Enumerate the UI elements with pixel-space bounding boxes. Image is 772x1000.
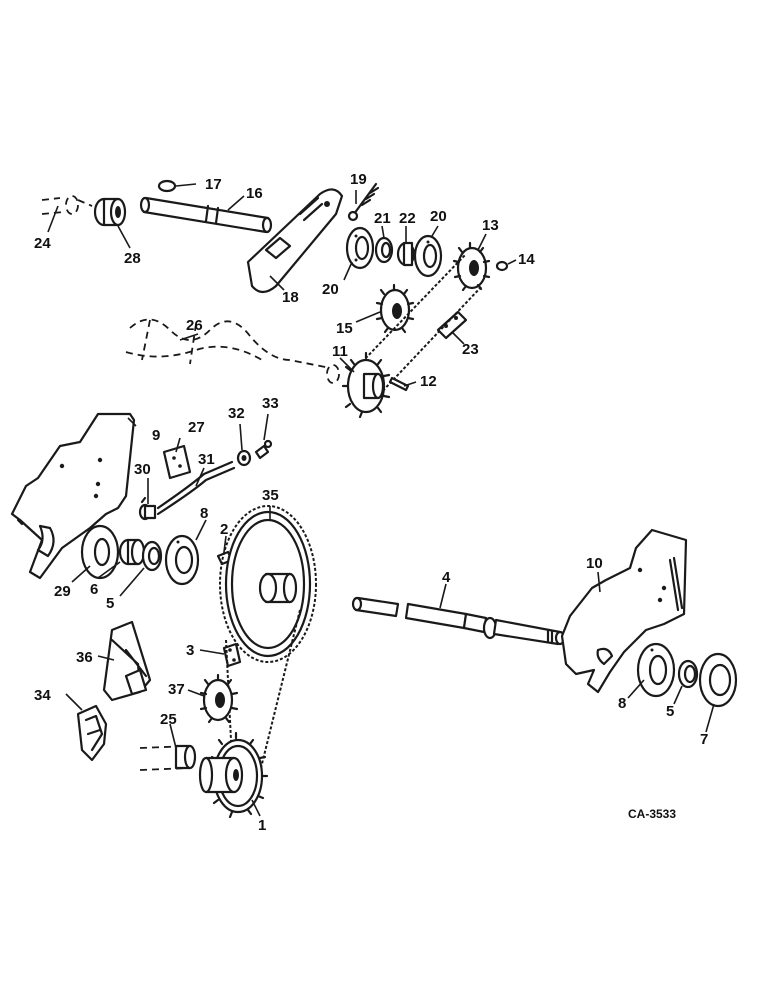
callout-20a: 20: [430, 208, 447, 225]
callout-17: 17: [205, 176, 222, 193]
callouts: 24 28 17 16 18 19 21 22 20 13 14 20 15 2…: [34, 171, 708, 834]
callout-20b: 20: [322, 281, 339, 298]
callout-16: 16: [246, 185, 263, 202]
callout-37: 37: [168, 681, 185, 698]
callout-31: 31: [198, 451, 215, 468]
part-20-flange-left: [345, 226, 375, 270]
part-5-bearing: [141, 540, 163, 572]
part-6-collar: [118, 538, 146, 566]
part-22-collar: [396, 241, 416, 267]
callout-10: 10: [586, 555, 603, 572]
callout-36: 36: [76, 649, 93, 666]
callout-7: 7: [700, 731, 708, 748]
part-21-bearing: [374, 236, 394, 264]
leader-lines: [47, 190, 715, 817]
callout-14: 14: [518, 251, 535, 268]
part-35-large-sprocket: [219, 505, 317, 663]
callout-30: 30: [134, 461, 151, 478]
part-18-arm-plate: [246, 188, 344, 294]
callout-24: 24: [34, 235, 51, 252]
callout-15: 15: [336, 320, 353, 337]
part-9-side-plate: [10, 412, 136, 580]
callout-32: 32: [228, 405, 245, 422]
part-5-bearing-right: [677, 659, 699, 689]
callout-5b: 5: [666, 703, 674, 720]
callout-28: 28: [124, 250, 141, 267]
callout-27: 27: [188, 419, 205, 436]
callout-34: 34: [34, 687, 51, 704]
part-29-flange: [80, 524, 120, 580]
part-1-drive-sprocket: [198, 731, 269, 819]
part-36-bracket: [102, 620, 152, 702]
part-17-pin: [157, 179, 197, 193]
part-8-flange-right: [636, 642, 676, 698]
callout-4: 4: [442, 569, 451, 586]
part-23-link: [436, 310, 468, 340]
part-4-shaft: [351, 596, 566, 646]
part-13-sprocket: [452, 241, 491, 292]
part-10-side-plate: [560, 528, 688, 694]
callout-8a: 8: [200, 505, 208, 522]
part-16-shaft: [139, 196, 273, 234]
callout-35: 35: [262, 487, 279, 504]
callout-25: 25: [160, 711, 177, 728]
callout-6: 6: [90, 581, 98, 598]
callout-1: 1: [258, 817, 266, 834]
callout-26: 26: [186, 317, 203, 334]
reference-code: CA-3533: [628, 807, 676, 821]
part-30-fitting: [138, 496, 157, 521]
part-37-idler-sprocket: [199, 673, 239, 724]
callout-13: 13: [482, 217, 499, 234]
callout-11: 11: [332, 343, 348, 360]
part-26-auger: [125, 318, 340, 384]
part-34-bracket: [76, 704, 108, 762]
callout-33: 33: [262, 395, 279, 412]
callout-2: 2: [220, 521, 228, 538]
callout-8b: 8: [618, 695, 626, 712]
part-24-shaft-end: [41, 195, 93, 215]
part-32-elbow: [236, 449, 252, 467]
part-31-lube-line: [156, 460, 236, 516]
callout-23: 23: [462, 341, 479, 358]
part-20-flange-right: [413, 234, 443, 278]
part-7-flange: [698, 652, 738, 708]
callout-29: 29: [54, 583, 71, 600]
part-25-shaft: [139, 744, 197, 771]
part-12-key: [388, 376, 410, 392]
part-33-zerk: [254, 439, 273, 460]
part-15-sprocket: [375, 283, 415, 334]
part-28-coupler: [93, 197, 127, 227]
callout-3: 3: [186, 642, 194, 659]
part-11-sprocket: [341, 351, 391, 419]
part-8-flange-left: [164, 534, 200, 586]
callout-22: 22: [399, 210, 416, 227]
callout-18: 18: [282, 289, 299, 306]
part-19-bolt: [347, 182, 380, 222]
callout-21: 21: [374, 210, 391, 227]
callout-19: 19: [350, 171, 367, 188]
callout-12: 12: [420, 373, 437, 390]
callout-5a: 5: [106, 595, 114, 612]
callout-9: 9: [152, 427, 160, 444]
part-14-pin: [495, 259, 517, 272]
